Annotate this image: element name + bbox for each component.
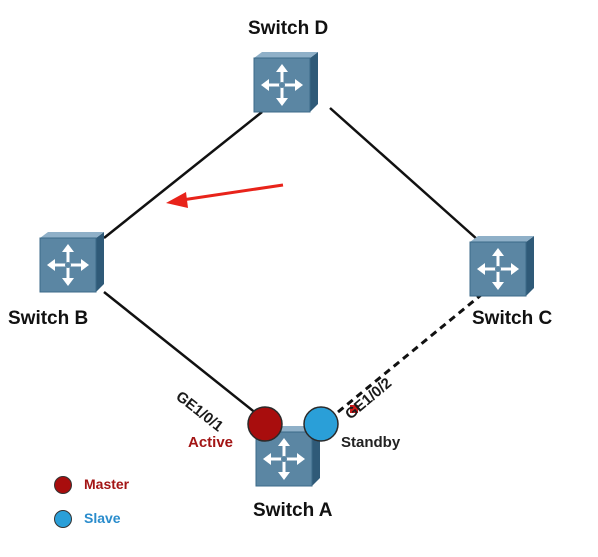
slave-port-circle — [303, 406, 339, 442]
master-port-circle — [247, 406, 283, 442]
link-b-a — [103, 291, 263, 419]
switch-d-icon — [252, 50, 320, 114]
switch-c-icon — [468, 234, 536, 298]
standby-label: Standby — [341, 434, 401, 451]
red-arrow-icon — [166, 183, 284, 208]
blocked-port-marker — [350, 405, 358, 413]
slave-legend-icon — [54, 510, 72, 528]
slave-legend-label: Slave — [84, 510, 121, 526]
switch-d-label: Switch D — [248, 18, 329, 39]
link-d-b — [103, 111, 263, 239]
active-label: Active — [188, 434, 234, 451]
link-d-c — [329, 107, 479, 241]
switch-b-label: Switch B — [8, 308, 89, 329]
master-legend-label: Master — [84, 476, 130, 492]
switch-b-icon — [38, 230, 106, 294]
switch-a-label: Switch A — [253, 500, 333, 521]
link-c-a-standby — [337, 284, 493, 414]
switch-c-label: Switch C — [472, 308, 553, 329]
master-legend-icon — [54, 476, 72, 494]
